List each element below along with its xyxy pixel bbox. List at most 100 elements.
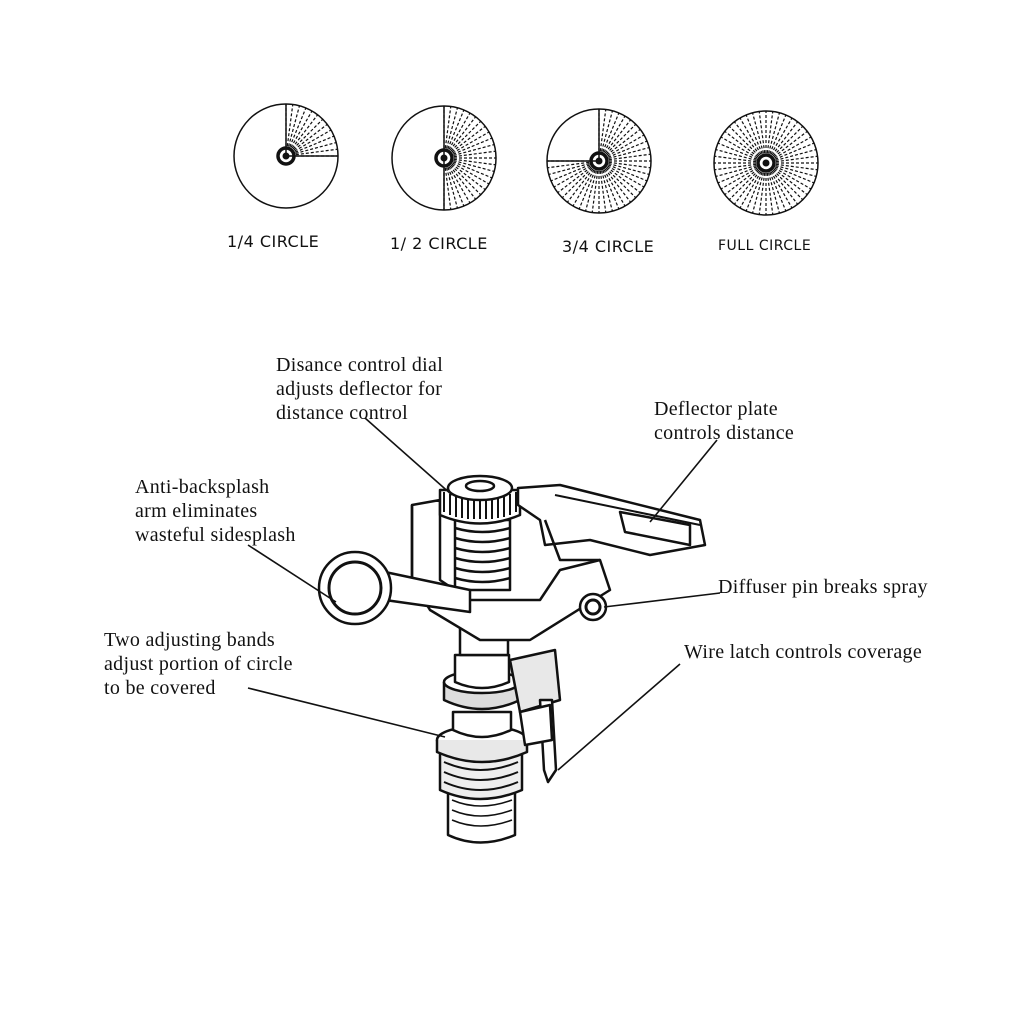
callout-line: Wire latch controls coverage	[684, 641, 923, 663]
spray-ray	[604, 119, 632, 154]
spray-ray	[603, 169, 626, 207]
spray-ray	[547, 161, 590, 169]
spray-ray	[601, 170, 614, 212]
spray-ray	[607, 165, 645, 188]
spray-ray	[739, 171, 762, 209]
spray-ray	[728, 169, 760, 201]
spray-ray	[291, 114, 319, 149]
leader-anti-backsplash	[247, 544, 337, 603]
callout-deflector-plate: Deflector plate controls distance	[654, 397, 794, 445]
spray-ray	[553, 165, 591, 188]
spray-ray	[561, 167, 593, 199]
adjusting-bands	[435, 653, 529, 764]
spray-ray	[720, 167, 758, 190]
spray-ray	[453, 158, 496, 166]
spray-ray	[751, 112, 764, 154]
callout-anti-backsplash: Anti-backsplash arm eliminates wasteful …	[135, 475, 296, 547]
spray-ray	[451, 163, 486, 191]
spray-ray	[605, 123, 637, 155]
callout-line: to be covered	[104, 677, 216, 699]
spray-ray	[453, 143, 495, 156]
spray-ray	[766, 111, 774, 154]
spray-ray	[452, 162, 490, 185]
spray-ray	[775, 148, 817, 161]
spray-ray	[717, 166, 757, 184]
callout-line: Anti-backsplash	[135, 476, 270, 498]
distance-control-dial	[438, 474, 522, 525]
spray-ray	[770, 117, 793, 155]
spray-ray	[550, 164, 590, 182]
spray-ray	[446, 107, 459, 149]
spray-ray	[452, 131, 490, 154]
spray-ray	[758, 111, 766, 154]
sprinkler-head-mark	[595, 157, 603, 165]
callout-diffuser-pin: Diffuser pin breaks spray	[718, 575, 928, 599]
spray-ray	[293, 123, 328, 151]
spray-ray	[733, 121, 761, 156]
spray-ray	[603, 115, 626, 153]
spray-ray	[601, 110, 614, 152]
spray-ray	[724, 168, 759, 196]
spray-ray	[769, 172, 787, 212]
spray-ray	[745, 172, 763, 212]
spray-ray	[453, 161, 493, 179]
coverage-label-half: 1/ 2 CIRCLE	[390, 234, 488, 253]
spray-ray	[453, 137, 493, 155]
spray-ray	[295, 148, 338, 156]
spray-ray	[728, 125, 760, 157]
spray-ray	[608, 161, 651, 169]
spray-ray	[758, 172, 766, 215]
leader-distance-dial	[364, 417, 453, 496]
leader-adjusting-bands	[247, 687, 446, 738]
spray-ray	[770, 171, 793, 209]
spray-ray	[773, 130, 808, 158]
spray-ray	[448, 112, 471, 150]
spray-ray	[288, 105, 301, 147]
spray-ray	[450, 164, 482, 196]
spray-ray	[724, 130, 759, 158]
spray-ray	[775, 163, 818, 171]
spray-ray	[608, 163, 650, 176]
callout-line: arm eliminates	[135, 500, 258, 522]
spray-ray	[607, 134, 645, 157]
spray-ray	[751, 172, 764, 214]
spray-ray	[286, 104, 294, 147]
leader-lines	[247, 417, 721, 771]
spray-ray	[775, 165, 817, 178]
sprinkler-head-mark	[440, 154, 448, 162]
callout-line: wasteful sidesplash	[135, 524, 296, 546]
spray-ray	[578, 170, 596, 210]
spray-ray	[605, 167, 637, 199]
spray-ray	[591, 170, 599, 213]
spray-ray	[557, 166, 592, 194]
spray-ray	[608, 153, 651, 161]
spray-ray	[451, 125, 486, 153]
spray-ray	[608, 140, 648, 158]
threaded-base	[438, 750, 524, 844]
spray-ray	[604, 168, 632, 203]
diffuser-pin	[578, 592, 608, 622]
spray-ray	[739, 117, 762, 155]
spray-ray	[289, 107, 307, 147]
callout-line: Deflector plate	[654, 398, 778, 420]
spray-ray	[572, 169, 595, 207]
spray-ray	[599, 109, 607, 152]
wire-latch	[508, 648, 562, 784]
sprinkler-illustration	[317, 474, 707, 844]
spray-ray	[295, 135, 335, 153]
spray-ray	[453, 150, 496, 158]
spray-ray	[768, 112, 781, 154]
spray-ray	[715, 148, 757, 161]
callout-wire-latch: Wire latch controls coverage	[684, 640, 922, 664]
spray-ray	[444, 106, 452, 149]
spray-ray	[733, 170, 761, 205]
callout-line: Disance control dial	[276, 354, 444, 376]
leader-wire-latch	[557, 663, 681, 771]
spray-ray	[447, 109, 465, 149]
spray-ray	[608, 146, 650, 159]
spray-ray	[720, 136, 758, 159]
coverage-circle	[233, 103, 339, 209]
callout-line: Two adjusting bands	[104, 629, 275, 651]
